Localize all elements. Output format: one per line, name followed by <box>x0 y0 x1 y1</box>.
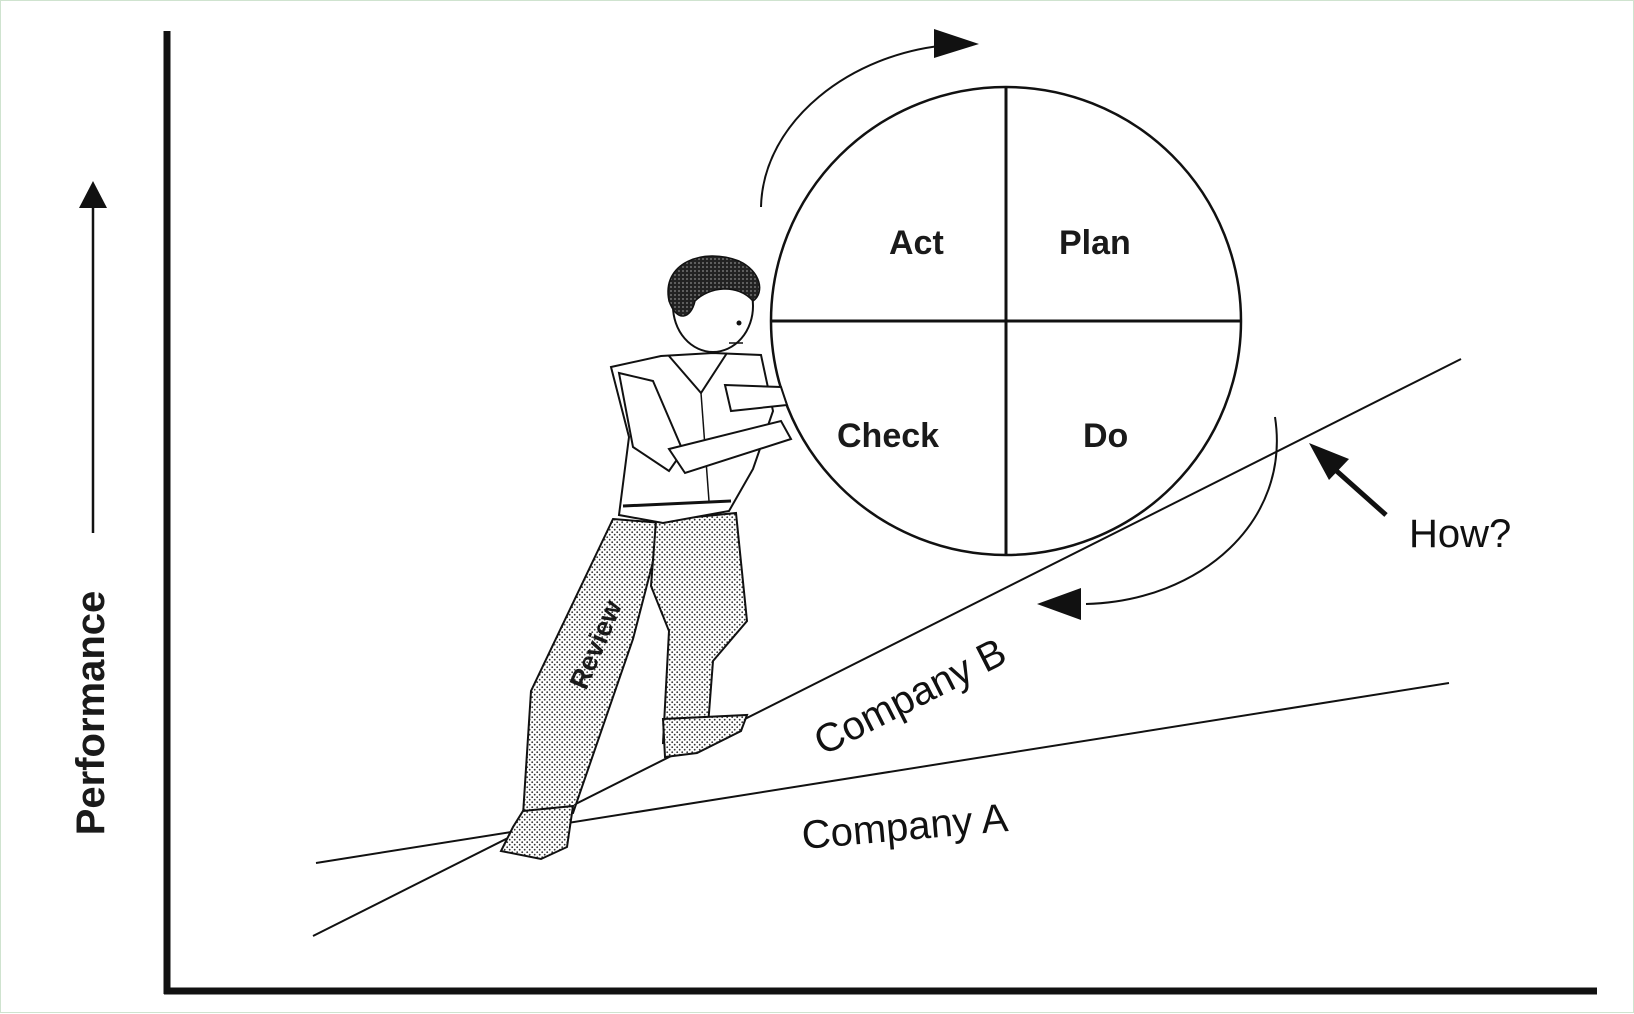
plan-label: Plan <box>1059 224 1131 262</box>
performance-arrow-head <box>79 181 107 208</box>
top-rotation-arrowhead <box>934 29 979 58</box>
company-a-line <box>315 682 1450 864</box>
company-b-line <box>312 358 1462 937</box>
do-label: Do <box>1083 417 1128 455</box>
pdca-wheel: Act Plan Check Do <box>769 85 1243 557</box>
hair <box>667 255 761 317</box>
front-shoe <box>661 713 749 759</box>
eye <box>736 320 742 326</box>
performance-label: Performance <box>69 591 113 836</box>
person-pushing-icon: Review <box>499 255 793 861</box>
how-arrow-head <box>1309 443 1349 480</box>
forearm <box>667 419 793 475</box>
how-arrow-shaft <box>1329 464 1388 517</box>
bottom-rotation-arrowhead <box>1037 588 1081 620</box>
company-b-label: Company B <box>807 630 1013 764</box>
bottom-rotation-arrow <box>1085 416 1278 605</box>
front-leg <box>649 511 749 745</box>
top-rotation-arrow <box>760 44 950 208</box>
second-arm <box>723 383 789 413</box>
belt <box>622 499 732 508</box>
company-a-label: Company A <box>800 796 1010 858</box>
how-label: How? <box>1409 512 1511 556</box>
check-label: Check <box>837 417 939 455</box>
back-shoe <box>499 804 575 861</box>
act-label: Act <box>889 224 944 262</box>
